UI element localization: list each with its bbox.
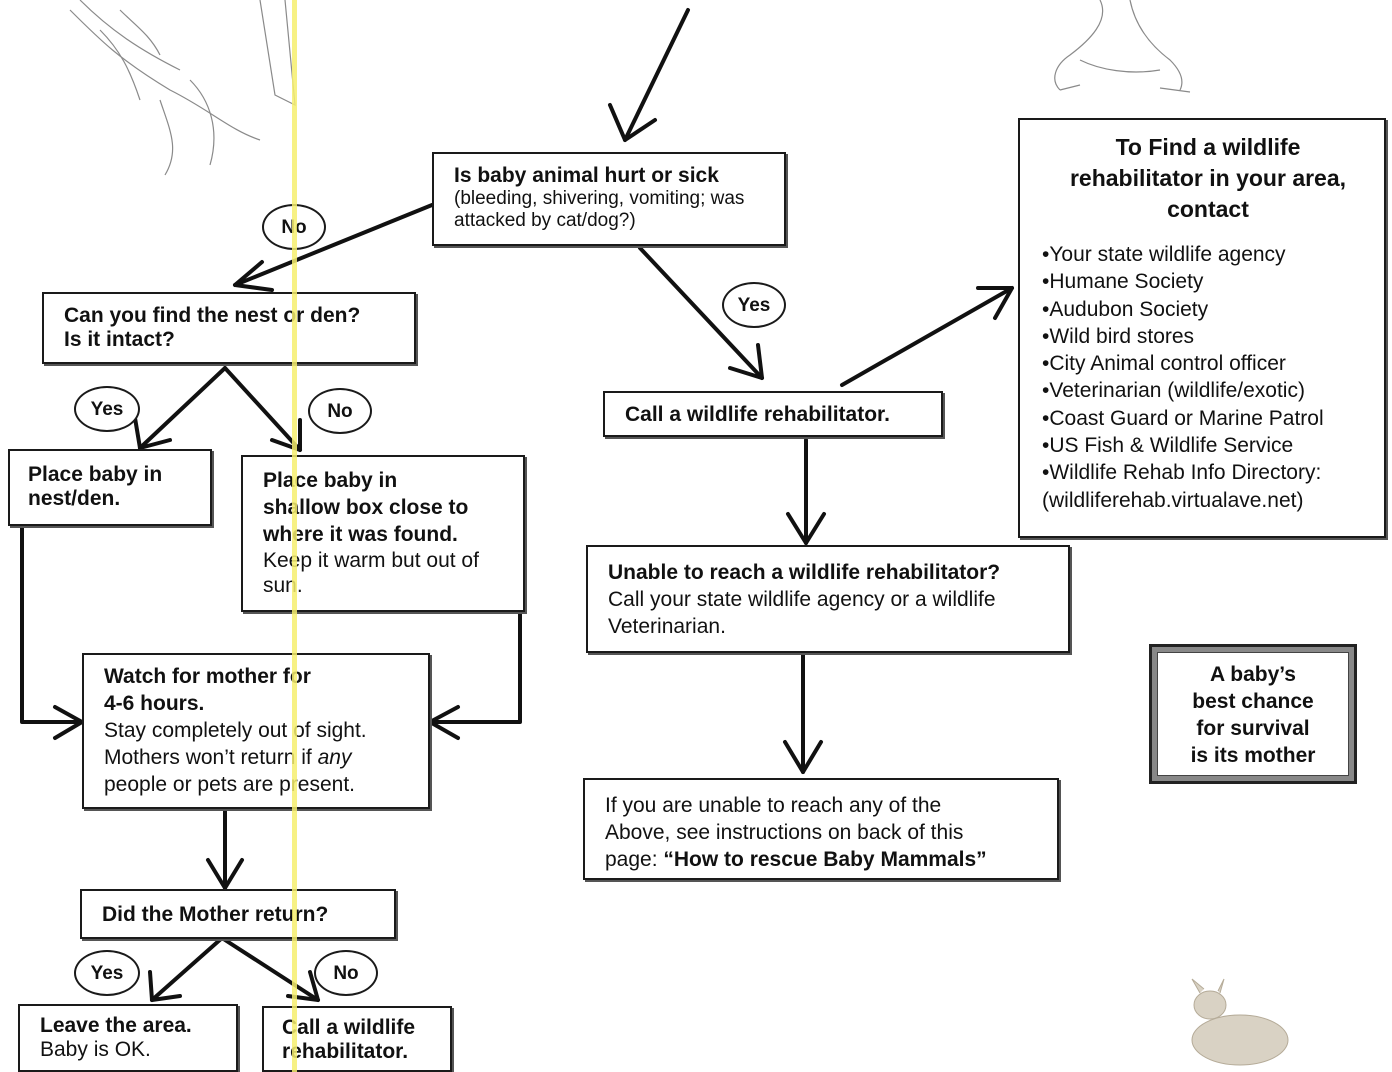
answer-label: Yes [737,294,771,316]
answer-yes-mother: Yes [74,950,140,996]
contact-list-item: •Audubon Society [1042,297,1209,321]
contact-list-item: (wildliferehab.virtualave.net) [1042,488,1304,512]
sketch-deer-illustration [1191,978,1289,1066]
connector-place-box-to-watch [430,610,522,724]
node-unable-any: If you are unable to reach any of the Ab… [583,778,1059,880]
node-line: Place baby in [263,469,398,492]
node-line: where it was found. [263,523,458,546]
answer-label: Yes [90,962,124,984]
arrow-no-to-place-box [223,366,302,452]
node-call-rehab-small: Call a wildlife rehabilitator. [262,1006,452,1072]
connector-place-nest-to-watch [20,523,82,724]
node-line: 4-6 hours. [104,692,205,715]
contact-title-line: contact [1167,196,1249,222]
node-detail: (bleeding, shivering, vomiting; was atta… [454,188,745,231]
node-line: Can you find the nest or den? [64,304,361,327]
node-line: Place baby in [28,463,163,486]
arrow-no-to-find-nest [233,203,434,287]
node-text: Mothers won’t return if [104,746,318,769]
highlighter-stripe [292,0,297,1072]
arrow-yes-to-place-nest [138,366,227,450]
callout-frame: A baby’s best chance for survival is its… [1149,644,1357,784]
callout-line: best chance [1192,690,1314,713]
node-emphasis: any [317,746,352,769]
node-detail: Call your state wildlife agency or a wil… [608,588,996,638]
node-line: Leave the area. [40,1014,192,1037]
contact-title-line: rehabilitator in your area, [1069,165,1347,191]
contact-list: •Your state wildlife agency •Humane Socie… [1042,241,1374,514]
arrow-yes-to-call-rehab [638,246,764,380]
node-title: Unable to reach a wildlife rehabilitator… [608,561,1001,584]
node-text: page: [605,848,664,871]
node-line: Mothers won’t return if any [104,744,418,771]
sketch-top-right-illustration [1054,0,1191,93]
node-text: Did the Mother return? [102,903,329,926]
callout-line: is its mother [1190,744,1316,767]
contact-list-item: •Veterinarian (wildlife/exotic) [1042,379,1305,403]
node-line: page: “How to rescue Baby Mammals” [605,846,1047,873]
contact-list-item: •Humane Society [1042,270,1204,294]
node-find-nest: Can you find the nest or den? Is it inta… [42,292,416,364]
node-leave-area: Leave the area. Baby is OK. [18,1004,238,1072]
node-line: Baby is OK. [40,1038,151,1061]
node-mother-return: Did the Mother return? [80,889,396,939]
answer-no-nest: No [308,388,372,434]
node-hurt-question: Is baby animal hurt or sick (bleeding, s… [432,152,786,246]
node-line: Call a wildlife [282,1016,416,1039]
contact-list-item: •Wild bird stores [1042,324,1195,348]
contact-list-item: •Coast Guard or Marine Patrol [1042,406,1324,430]
node-line: Above, see instructions on back of this [605,821,964,844]
node-watch-mother: Watch for mother for 4-6 hours. Stay com… [82,653,430,809]
answer-yes-hurt: Yes [722,282,786,328]
answer-label: No [333,962,359,984]
contact-list-item: •City Animal control officer [1042,352,1286,376]
node-title: Is baby animal hurt or sick [454,164,719,187]
arrow-yes-to-leave-area [150,936,224,1002]
answer-no-mother: No [314,950,378,996]
sketch-top-left-illustration [69,0,296,176]
node-line: Stay completely out of sight. [104,719,367,742]
node-line: Is it intact? [64,328,175,351]
answer-label: No [327,400,353,422]
node-line: rehabilitator. [282,1040,409,1063]
callout-line: for survival [1196,717,1310,740]
node-place-nest: Place baby in nest/den. [8,449,212,526]
node-line: shallow box close to [263,496,469,519]
contact-spacer [1042,225,1374,241]
contact-list-item: •Wildlife Rehab Info Directory: [1042,461,1322,485]
node-line: people or pets are present. [104,773,355,796]
node-line: nest/den. [28,487,121,510]
contact-panel: To Find a wildlife rehabilitator in your… [1018,118,1386,538]
node-emphasis: “How to rescue Baby Mammals” [663,848,987,871]
node-place-box: Place baby in shallow box close to where… [241,455,525,612]
callout-inner: A baby’s best chance for survival is its… [1157,652,1349,776]
contact-list-item: •US Fish & Wildlife Service [1042,434,1294,458]
node-text: Call a wildlife rehabilitator. [625,403,890,426]
node-line: If you are unable to reach any of the [605,794,942,817]
arrow-no-to-call-rehab [220,936,320,1002]
contact-list-item: •Your state wildlife agency [1042,243,1286,266]
node-call-rehab-main: Call a wildlife rehabilitator. [603,391,943,437]
node-unable-reach: Unable to reach a wildlife rehabilitator… [586,545,1070,653]
contact-title-line: To Find a wildlife [1115,134,1301,160]
node-detail: Keep it warm but out of sun. [263,549,479,597]
arrow-to-contact-panel [840,286,1014,387]
callout-line: A baby’s [1210,663,1296,686]
answer-label: Yes [90,398,124,420]
node-line: Watch for mother for [104,665,311,688]
arrow-entry [623,8,690,142]
answer-yes-nest: Yes [74,386,140,432]
